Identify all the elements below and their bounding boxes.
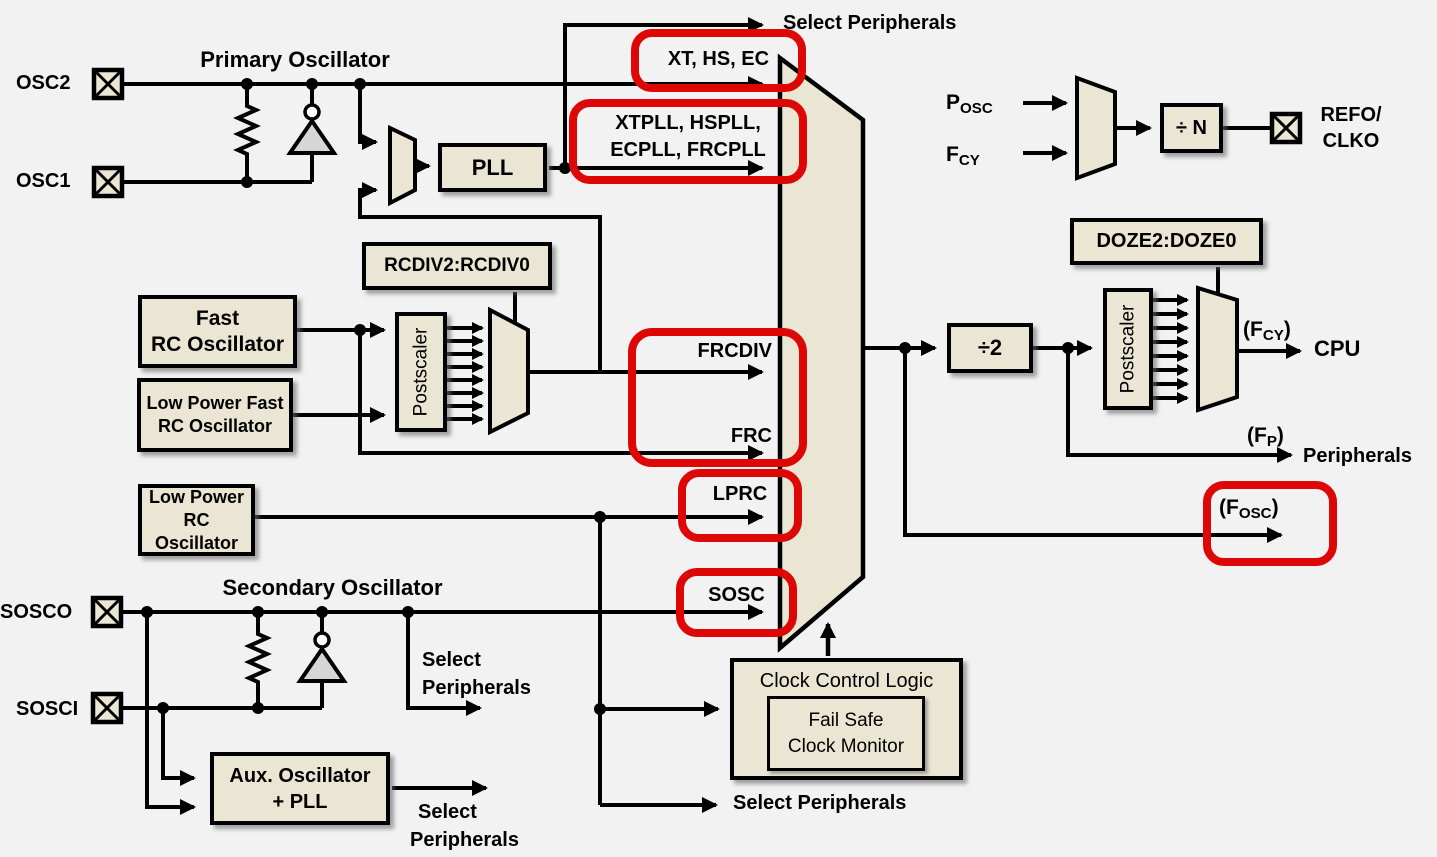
osc1-pin-label: OSC1 [16,170,71,192]
highlight-xt-hs-ec [631,29,806,92]
fosc-signal-label: (FOSC) [1219,496,1279,522]
lp-rc-line2: RC Oscillator [154,509,239,553]
lp-fast-rc-line2: RC Oscillator [157,416,273,436]
lprc-network [255,509,764,813]
primary-oscillator-title: Primary Oscillator [200,47,390,72]
aux-oscillator-block: Aux. Oscillator + PLL [210,752,390,825]
fail-safe-clock-monitor-block: Fail Safe Clock Monitor [767,696,925,771]
low-power-fast-rc-oscillator-block: Low Power Fast RC Oscillator [137,378,293,452]
refo-mux [1075,75,1117,181]
refo-network [1023,75,1272,181]
primary-inverter-icon [286,117,338,155]
highlight-fosc [1203,481,1337,566]
aux-line1: Aux. Oscillator [229,764,371,787]
osc1-pin-icon [91,165,125,199]
sosci-pin-label: SOSCI [16,698,79,720]
system-clock-distribution [863,267,1302,543]
lp-fast-rc-line1: Low Power Fast [146,393,284,413]
refo-line1: REFO/ [1320,104,1382,126]
rcdiv-register-block: RCDIV2:RCDIV0 [362,242,552,290]
div2-block: ÷2 [947,323,1033,373]
peripherals-word: Peripherals [410,829,519,851]
refo-clko-label: REFO/ CLKO [1303,102,1399,154]
cpu-label: CPU [1314,336,1361,361]
mux-input-frc: FRC [730,425,772,447]
clock-control-logic-label: Clock Control Logic [759,670,934,692]
divn-block: ÷ N [1160,103,1223,153]
fcy-input-signal-label: FCY [946,143,980,169]
xtpll-line2: ECPLL, FRCPLL [610,139,766,161]
fast-rc-line2: RC Oscillator [150,332,285,356]
fast-rc-oscillator-block: Fast RC Oscillator [138,295,297,368]
osc2-pin-icon [91,67,125,101]
primary-inverter-bubble [303,103,321,121]
highlight-frcdiv-frc [628,328,807,467]
primary-resistor [233,84,261,182]
secondary-oscillator-title: Secondary Oscillator [222,575,443,600]
frc-postscaler-mux [488,306,530,436]
mux-input-lprc: LPRC [712,483,768,505]
fast-rc-line1: Fast [195,306,240,330]
cpu-postscaler-label: Postscaler [1117,304,1139,394]
pll-path [358,17,764,372]
select-word: Select [422,649,481,671]
secondary-resistor [244,612,272,708]
mux-input-sosc: SOSC [708,584,765,606]
pll-input-mux [388,124,417,207]
junction-dots [141,78,1074,715]
mux-input-frcdiv: FRCDIV [697,340,772,362]
highlight-lprc [678,469,802,542]
clock-control-logic-block: Clock Control Logic Fail Safe Clock Moni… [730,658,963,780]
xtpll-line1: XTPLL, HSPLL, [615,112,761,134]
peripherals-word: Peripherals [422,677,531,699]
pins [90,67,1303,725]
highlight-sosc [676,568,797,637]
select-peripherals-bottom-label: Select Peripherals [733,792,907,814]
doze-mux [1196,285,1239,413]
osc2-pin-label: OSC2 [16,72,71,94]
select-peripherals-mid-label: Select Peripherals [422,646,531,702]
select-peripherals-top-label: Select Peripherals [783,12,957,34]
secondary-inverter-icon [296,645,348,683]
posc-signal-label: POSC [946,91,993,117]
aux-line2: + PLL [272,790,328,813]
low-power-rc-oscillator-block: Low Power RC Oscillator [138,484,255,556]
frc-network [293,292,764,461]
cpu-postscaler-block: Postscaler [1103,288,1153,410]
select-word: Select [418,801,477,823]
refo-pin-icon [1269,111,1303,145]
pll-block: PLL [438,143,547,192]
doze-register-block: DOZE2:DOZE0 [1070,218,1263,265]
sosco-pin-icon [90,595,124,629]
frc-postscaler-label: Postscaler [410,327,432,417]
lp-rc-line1: Low Power [148,486,244,507]
fail-safe-line2: Clock Monitor [787,735,905,757]
fp-signal-label: (FP) [1247,424,1284,450]
highlight-rects [569,29,1337,637]
frc-postscaler-block: Postscaler [395,312,447,432]
sosci-pin-icon [90,691,124,725]
fcy-output-signal-label: (FCY) [1243,318,1291,344]
mux-input-xtpll: XTPLL, HSPLL, ECPLL, FRCPLL [573,110,803,164]
sosco-pin-label: SOSCO [0,601,73,623]
secondary-oscillator-network [121,604,764,815]
highlight-xtpll [569,99,807,184]
secondary-inverter-bubble [313,631,331,649]
mux-input-xt-hs-ec: XT, HS, EC [667,48,770,70]
select-peripherals-aux-label: Select Peripherals [410,798,519,854]
refo-line2: CLKO [1322,130,1380,152]
fail-safe-line1: Fail Safe [808,709,884,731]
peripherals-label: Peripherals [1303,445,1412,467]
